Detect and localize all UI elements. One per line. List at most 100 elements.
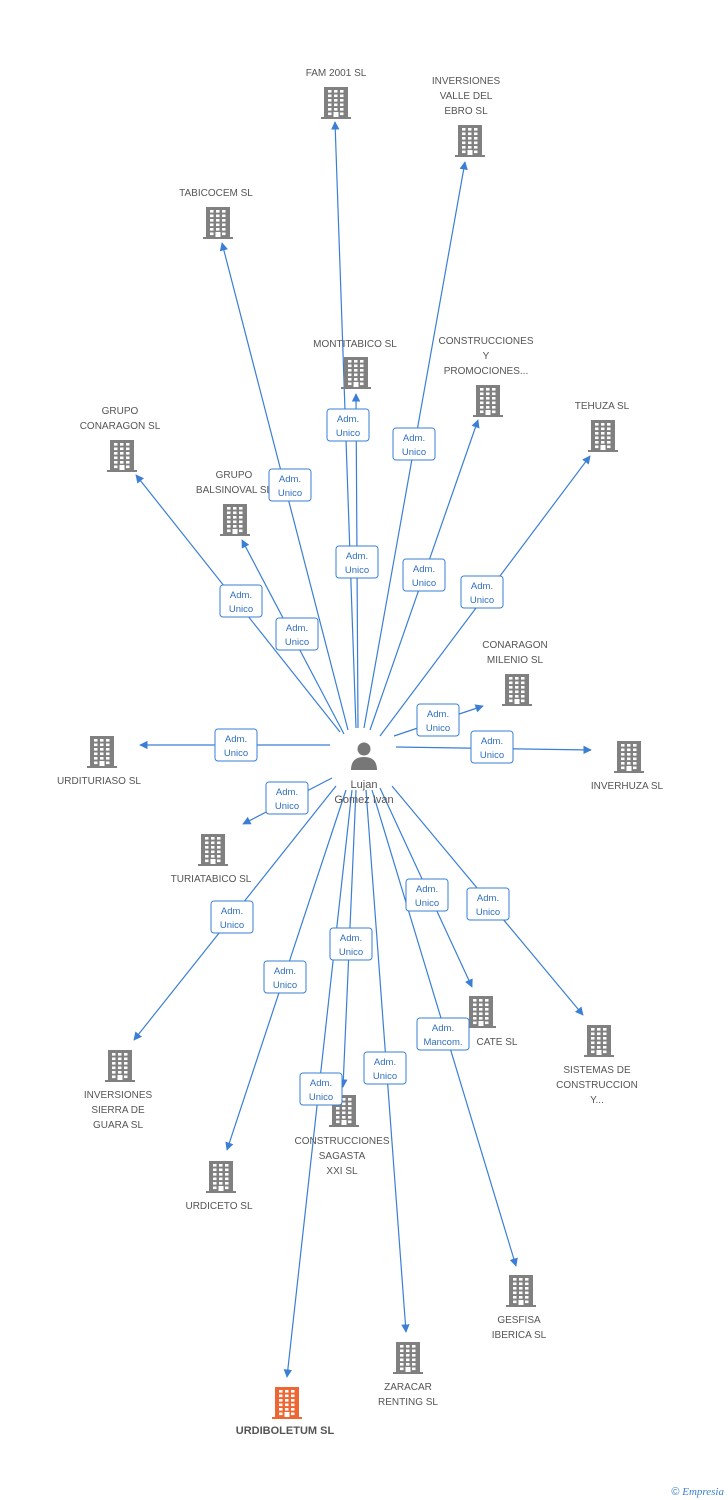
company-name-line: GRUPO bbox=[102, 406, 139, 417]
company-name-line: CATE SL bbox=[477, 1037, 518, 1048]
edge-label-box bbox=[268, 468, 312, 502]
building-icon bbox=[206, 1161, 236, 1193]
company-name-line: Y... bbox=[590, 1095, 604, 1106]
edge-label-line: Unico bbox=[402, 447, 426, 458]
building-icon bbox=[341, 357, 371, 389]
edge-label-box bbox=[263, 960, 307, 994]
company-node-tehuza[interactable]: TEHUZA SL bbox=[575, 401, 630, 452]
company-node-montitabico[interactable]: MONTITABICO SL bbox=[313, 339, 397, 389]
edge-label-line: Adm. bbox=[477, 893, 499, 904]
edge-label-line: Adm. bbox=[403, 433, 425, 444]
edge-label-line: Unico bbox=[412, 578, 436, 589]
edge-label-sagasta[interactable]: Adm.Unico bbox=[329, 927, 373, 961]
company-node-turiatabico[interactable]: TURIATABICO SL bbox=[171, 834, 252, 885]
edge-label-box bbox=[392, 427, 436, 461]
edge-label-line: Unico bbox=[480, 750, 504, 761]
company-node-urdiboletum[interactable]: URDIBOLETUM SL bbox=[236, 1387, 335, 1437]
company-name-line: SIERRA DE bbox=[91, 1105, 145, 1116]
company-name-line: CONSTRUCCIONES bbox=[438, 336, 533, 347]
company-node-inverhuza[interactable]: INVERHUZA SL bbox=[591, 741, 664, 792]
edge-label-box bbox=[363, 1051, 407, 1085]
building-icon bbox=[321, 87, 351, 119]
edge-label-line: Unico bbox=[470, 595, 494, 606]
edge-label-urdituriaso[interactable]: Adm.Unico bbox=[214, 728, 258, 762]
edge-label-urdiboletum[interactable]: Adm. Unico bbox=[299, 1072, 343, 1106]
edge-label-conaragon[interactable]: Adm.Unico bbox=[219, 584, 263, 618]
edge-label-box bbox=[402, 558, 446, 592]
edge-label-line: Adm. bbox=[427, 709, 449, 720]
edge-label-line: Adm. bbox=[340, 933, 362, 944]
company-node-construcciones[interactable]: CONSTRUCCIONESYPROMOCIONES... bbox=[438, 336, 534, 417]
company-name-line: CONSTRUCCIONES bbox=[294, 1136, 389, 1147]
edge-label-line: Unico bbox=[220, 920, 244, 931]
edge-label-line: Adm. bbox=[279, 474, 301, 485]
company-name-line: TABICOCEM SL bbox=[179, 188, 253, 199]
company-node-fam2001[interactable]: FAM 2001 SL bbox=[306, 68, 367, 119]
company-name-line: INVERHUZA SL bbox=[591, 781, 664, 792]
edge-label-box bbox=[210, 900, 254, 934]
company-name-line: CONARAGON bbox=[482, 640, 548, 651]
edge-label-conaragonmilenio[interactable]: Adm.Unico bbox=[416, 703, 460, 737]
edge-label-tabicocem[interactable]: Adm.Unico bbox=[268, 468, 312, 502]
building-icon bbox=[203, 207, 233, 239]
copyright-icon: © bbox=[671, 1486, 680, 1498]
company-name-line: XXI SL bbox=[326, 1166, 358, 1177]
edge-label-construcciones[interactable]: Adm. Unico bbox=[402, 558, 446, 592]
company-name-line: ZARACAR bbox=[384, 1382, 432, 1393]
edge-label-montitabico[interactable]: Adm. Unico bbox=[335, 545, 379, 579]
edge-label-box bbox=[265, 781, 309, 815]
edge-label-tehuza[interactable]: Adm.Unico bbox=[460, 575, 504, 609]
company-node-cate[interactable]: CATE SL bbox=[466, 996, 518, 1048]
edge-label-urdiceto[interactable]: Adm.Unico bbox=[263, 960, 307, 994]
person-name-line: Lujan bbox=[351, 779, 378, 791]
edge-label-fam2001[interactable]: Adm. Unico bbox=[326, 408, 370, 442]
edge-label-balsinoval[interactable]: Adm.Unico bbox=[275, 617, 319, 651]
company-name-line: GESFISA bbox=[497, 1315, 541, 1326]
edge-label-zaracar[interactable]: Adm.Unico bbox=[363, 1051, 407, 1085]
edge-label-line: Adm. bbox=[346, 551, 368, 562]
company-node-gesfisa[interactable]: GESFISA IBERICA SL bbox=[492, 1275, 547, 1341]
edge-label-cate[interactable]: Adm.Unico bbox=[405, 878, 449, 912]
building-icon bbox=[198, 834, 228, 866]
company-node-sistemas[interactable]: SISTEMAS DECONSTRUCCIONY... bbox=[556, 1025, 638, 1106]
company-name-line: TEHUZA SL bbox=[575, 401, 630, 412]
edge-label-line: Adm. bbox=[337, 414, 359, 425]
company-name-line: INVERSIONES bbox=[432, 76, 501, 87]
company-node-tabicocem[interactable]: TABICOCEM SL bbox=[179, 188, 253, 239]
company-name-line: IBERICA SL bbox=[492, 1330, 547, 1341]
company-node-conaragon[interactable]: GRUPO CONARAGON SL bbox=[80, 406, 161, 472]
building-icon bbox=[107, 440, 137, 472]
edge-label-sierraguara[interactable]: Adm.Unico bbox=[210, 900, 254, 934]
company-name-line: GRUPO bbox=[216, 470, 253, 481]
edge-label-line: Adm. bbox=[310, 1078, 332, 1089]
person-name-line: Gomez Ivan bbox=[334, 794, 393, 806]
edge-label-line: Unico bbox=[345, 565, 369, 576]
edge-label-sistemas[interactable]: Adm.Unico bbox=[466, 887, 510, 921]
edge-label-valle[interactable]: Adm. Unico bbox=[392, 427, 436, 461]
company-node-urdituriaso[interactable]: URDITURIASO SL bbox=[57, 736, 141, 787]
edge-label-gesfisa[interactable]: Adm.Mancom. bbox=[416, 1017, 470, 1051]
edge-label-line: Unico bbox=[273, 980, 297, 991]
footer-brand[interactable]: © Empresia bbox=[671, 1486, 724, 1498]
building-icon bbox=[614, 741, 644, 773]
edge-label-box bbox=[460, 575, 504, 609]
edge-label-line: Unico bbox=[336, 428, 360, 439]
edge-label-line: Adm. bbox=[416, 884, 438, 895]
edge-label-inverhuza[interactable]: Adm.Unico bbox=[470, 730, 514, 764]
company-node-urdiceto[interactable]: URDICETO SL bbox=[185, 1161, 253, 1212]
edge-label-box bbox=[214, 728, 258, 762]
edge-label-turiatabico[interactable]: Adm.Unico bbox=[265, 781, 309, 815]
company-name-line: CONARAGON SL bbox=[80, 421, 161, 432]
edge-label-line: Adm. bbox=[230, 590, 252, 601]
edge-label-line: Adm. bbox=[413, 564, 435, 575]
edge-label-line: Unico bbox=[309, 1092, 333, 1103]
